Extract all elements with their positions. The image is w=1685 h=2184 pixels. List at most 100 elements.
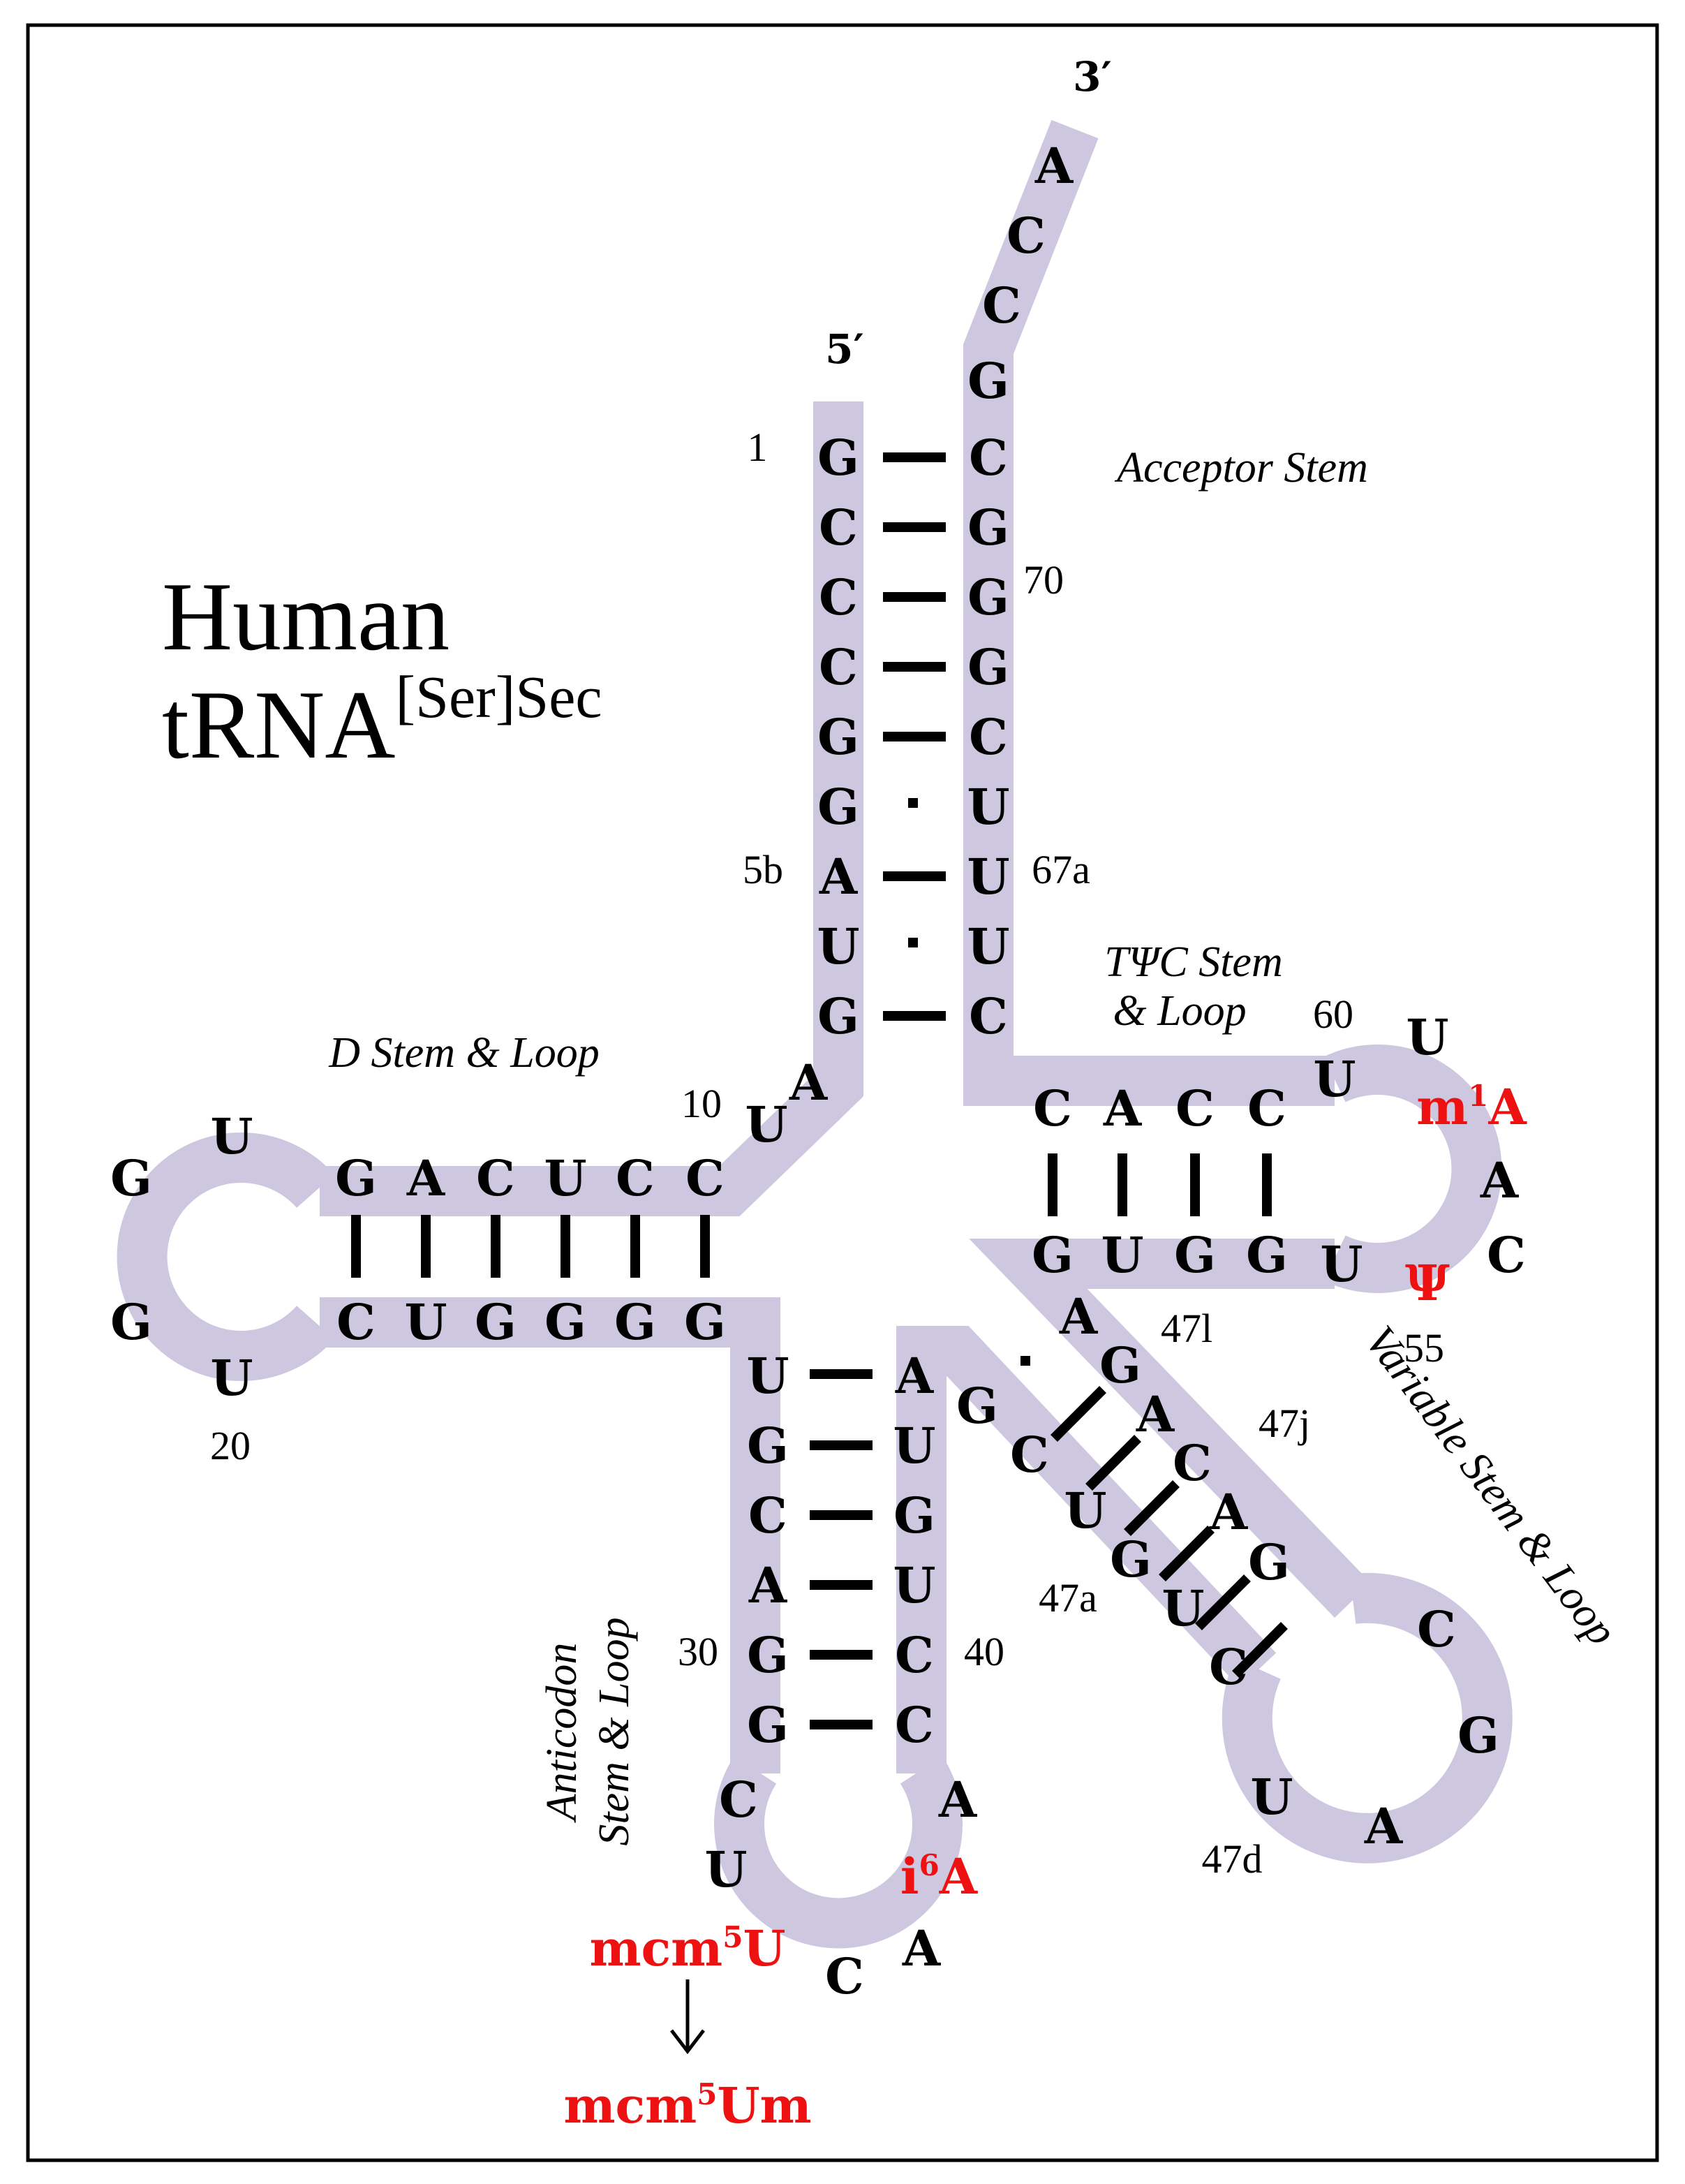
base-variable-outer-2: G bbox=[1099, 1336, 1141, 1394]
base-variable-inner-3: U bbox=[1064, 1482, 1106, 1540]
num-47j: 47j bbox=[1259, 1401, 1310, 1446]
base-d-bottom-5: G bbox=[614, 1293, 656, 1351]
three-prime-label: 3′ bbox=[1073, 53, 1112, 101]
label-anticodon-line2: Stem & Loop bbox=[591, 1617, 638, 1845]
base-anticodon-left-3: C bbox=[748, 1486, 787, 1544]
modifications: m1A Ψ i6A mcm5U mcm5Um bbox=[563, 1078, 1527, 2134]
base-acceptor-5p-3: C bbox=[819, 568, 858, 626]
base-anticodon-loop-1: C bbox=[719, 1771, 758, 1829]
num-10: 10 bbox=[681, 1081, 722, 1126]
base-tail-4: G bbox=[967, 352, 1009, 410]
title-line1: Human bbox=[162, 563, 450, 671]
base-d-bottom-2: U bbox=[404, 1293, 447, 1351]
num-20: 20 bbox=[210, 1423, 251, 1468]
base-anticodon-loop-3: C bbox=[825, 1947, 864, 2005]
title: Human tRNA[Ser]Sec bbox=[162, 563, 602, 779]
base-anticodon-left-1: U bbox=[746, 1347, 789, 1405]
base-tail-1: A bbox=[1034, 137, 1074, 195]
label-tpsic-line1: TΨC Stem bbox=[1104, 938, 1282, 986]
base-t-loop-5: U bbox=[1320, 1235, 1363, 1293]
base-acceptor-5p-4: C bbox=[819, 638, 858, 696]
backbone-5prime-to-d-stem bbox=[320, 401, 863, 1216]
base-anticodon-left-6: G bbox=[747, 1696, 789, 1754]
base-d-bottom-6: G bbox=[684, 1293, 726, 1351]
base-variable-inner-5: U bbox=[1161, 1579, 1204, 1637]
num-55: 55 bbox=[1404, 1325, 1444, 1371]
base-anticodon-right-3: G bbox=[893, 1486, 935, 1544]
base-junction-a: A bbox=[789, 1054, 829, 1112]
base-anticodon-right-1: A bbox=[895, 1347, 935, 1405]
position-numbers: 1 70 5b 67a 60 10 20 55 47l 47j 47a 30 4… bbox=[210, 425, 1444, 1882]
num-30: 30 bbox=[678, 1629, 718, 1674]
base-t-top-3: C bbox=[1175, 1079, 1215, 1137]
base-anticodon-right-6: C bbox=[895, 1696, 934, 1754]
backbone-anticodon-to-variable bbox=[896, 1326, 1277, 1773]
num-47a: 47a bbox=[1039, 1575, 1097, 1621]
five-prime-label: 5′ bbox=[825, 325, 864, 373]
base-d-top-6: C bbox=[685, 1149, 725, 1207]
pair-variable-5 bbox=[1195, 1574, 1251, 1630]
base-t-top-1: C bbox=[1033, 1079, 1072, 1137]
base-d-top-4: U bbox=[544, 1149, 586, 1207]
base-d-loop-1: U bbox=[210, 1107, 253, 1165]
base-acceptor-5p-6: G bbox=[817, 778, 859, 836]
backbone bbox=[117, 119, 1513, 1949]
base-t-bottom-4: G bbox=[1246, 1226, 1288, 1284]
base-tail-3: C bbox=[982, 276, 1021, 334]
base-pairs bbox=[351, 452, 1288, 1729]
base-variable-inner-6: C bbox=[1209, 1638, 1248, 1696]
anticodon-loop-ring bbox=[714, 1756, 963, 1949]
base-acceptor-5p-7: A bbox=[819, 848, 859, 906]
base-d-top-3: C bbox=[476, 1149, 515, 1207]
t-loop-ring bbox=[1323, 1045, 1502, 1293]
wobble-dot-acceptor-2 bbox=[908, 938, 918, 947]
base-variable-outer-5: A bbox=[1209, 1483, 1249, 1541]
label-d-stem-loop: D Stem & Loop bbox=[328, 1029, 600, 1077]
num-1: 1 bbox=[748, 425, 768, 470]
base-variable-loop-3: A bbox=[1364, 1797, 1404, 1855]
base-d-bottom-4: G bbox=[544, 1293, 586, 1351]
base-d-loop-2: G bbox=[110, 1149, 152, 1207]
wobble-dot-variable bbox=[1020, 1356, 1030, 1366]
base-acceptor-5p-8: U bbox=[817, 917, 859, 975]
base-anticodon-left-4: A bbox=[748, 1556, 788, 1614]
base-acceptor-3p-3: G bbox=[967, 568, 1009, 626]
mod-i6a: i6A bbox=[900, 1847, 979, 1905]
mod-psi: Ψ bbox=[1405, 1254, 1450, 1312]
num-47l: 47l bbox=[1161, 1306, 1212, 1351]
base-anticodon-right-2: U bbox=[893, 1417, 935, 1475]
base-anticodon-left-5: G bbox=[747, 1626, 789, 1684]
base-t-bottom-3: G bbox=[1174, 1226, 1216, 1284]
base-t-loop-1: U bbox=[1313, 1050, 1356, 1108]
base-d-bottom-3: G bbox=[475, 1293, 517, 1351]
base-d-top-1: G bbox=[335, 1149, 377, 1207]
base-acceptor-3p-5: C bbox=[969, 708, 1008, 766]
base-t-loop-4: C bbox=[1487, 1226, 1526, 1284]
base-d-bottom-1: C bbox=[336, 1293, 376, 1351]
base-variable-outer-1: A bbox=[1059, 1287, 1099, 1345]
base-variable-loop-1: C bbox=[1417, 1600, 1456, 1658]
title-line2: tRNA[Ser]Sec bbox=[162, 663, 602, 779]
variable-loop-ring bbox=[1222, 1572, 1513, 1864]
num-40: 40 bbox=[964, 1629, 1004, 1674]
base-anticodon-right-5: C bbox=[895, 1626, 934, 1684]
base-t-loop-3: A bbox=[1480, 1151, 1520, 1209]
num-60: 60 bbox=[1313, 991, 1353, 1037]
mod-mcm5um: mcm5Um bbox=[563, 2076, 811, 2134]
base-variable-loop-2: G bbox=[1457, 1706, 1499, 1764]
mod-mcm5u: mcm5U bbox=[589, 1919, 785, 1977]
base-anticodon-right-4: U bbox=[893, 1556, 935, 1614]
base-variable-inner-2: C bbox=[1010, 1426, 1049, 1484]
base-d-top-5: C bbox=[616, 1149, 655, 1207]
base-t-loop-2: U bbox=[1406, 1008, 1448, 1066]
base-variable-inner-1: G bbox=[956, 1377, 998, 1435]
base-variable-outer-4: C bbox=[1173, 1434, 1212, 1492]
base-variable-outer-3: A bbox=[1136, 1385, 1175, 1443]
base-acceptor-3p-9: C bbox=[969, 987, 1008, 1045]
base-d-loop-3: G bbox=[110, 1293, 152, 1351]
base-junction-u: U bbox=[745, 1095, 787, 1153]
label-tpsic-line2: & Loop bbox=[1113, 987, 1246, 1035]
base-acceptor-5p-2: C bbox=[819, 499, 858, 556]
num-5b: 5b bbox=[743, 847, 783, 892]
